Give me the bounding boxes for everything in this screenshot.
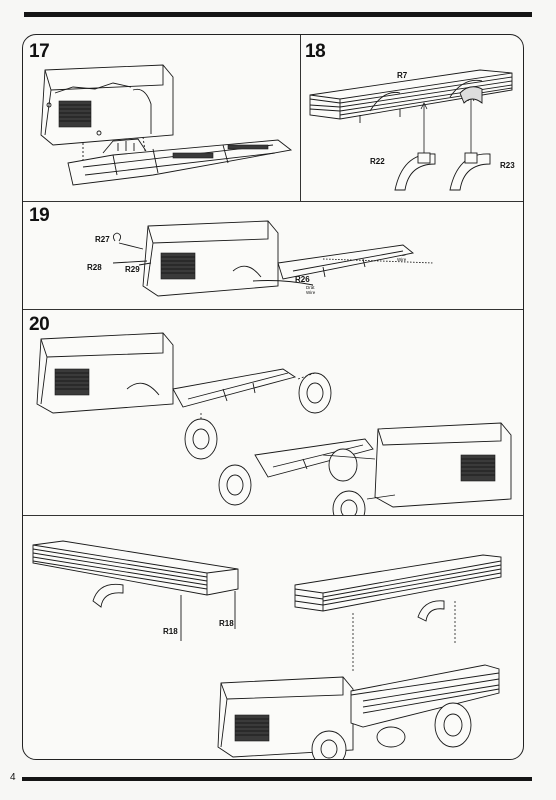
wire-note-cz-2: Drát <box>306 285 315 290</box>
step-18-number: 18 <box>305 41 326 62</box>
step-20-number: 20 <box>29 314 50 335</box>
instruction-frame: 17 18 R7 R22 R23 <box>22 34 524 760</box>
step-17-number: 17 <box>29 41 50 62</box>
part-R26-label: R26 <box>295 275 310 284</box>
part-R29-label: R29 <box>125 265 140 274</box>
part-R23-label: R23 <box>500 161 515 170</box>
wire-note-en-1: Wire <box>397 257 407 262</box>
step-17-illustration <box>40 64 293 186</box>
part-R27-label: R27 <box>95 235 110 244</box>
step-18-panel: 18 R7 R22 R23 <box>300 35 523 202</box>
step-20-panel: 20 <box>23 309 523 516</box>
step-20-illustration <box>36 332 512 515</box>
bottom-rule <box>22 777 532 781</box>
part-R7-label: R7 <box>397 71 408 80</box>
part-R22-label: R22 <box>370 157 385 166</box>
page-number: 4 <box>10 772 16 783</box>
part-R28-label: R28 <box>87 263 102 272</box>
part-R18-label-2: R18 <box>219 619 234 628</box>
step-19-panel: 19 R27 R28 R29 R26 Drát Wire Drát Wire <box>23 201 523 310</box>
top-rule <box>24 12 532 17</box>
step-21-panel: R18 R18 <box>23 515 523 759</box>
wire-note-en-2: Wire <box>306 290 316 295</box>
step-18-illustration <box>309 69 513 191</box>
step-19-number: 19 <box>29 205 50 226</box>
part-R18-label-1: R18 <box>163 627 178 636</box>
step-21-illustration <box>32 540 502 759</box>
step-19-illustration <box>112 220 434 297</box>
step-17-panel: 17 <box>23 35 301 202</box>
